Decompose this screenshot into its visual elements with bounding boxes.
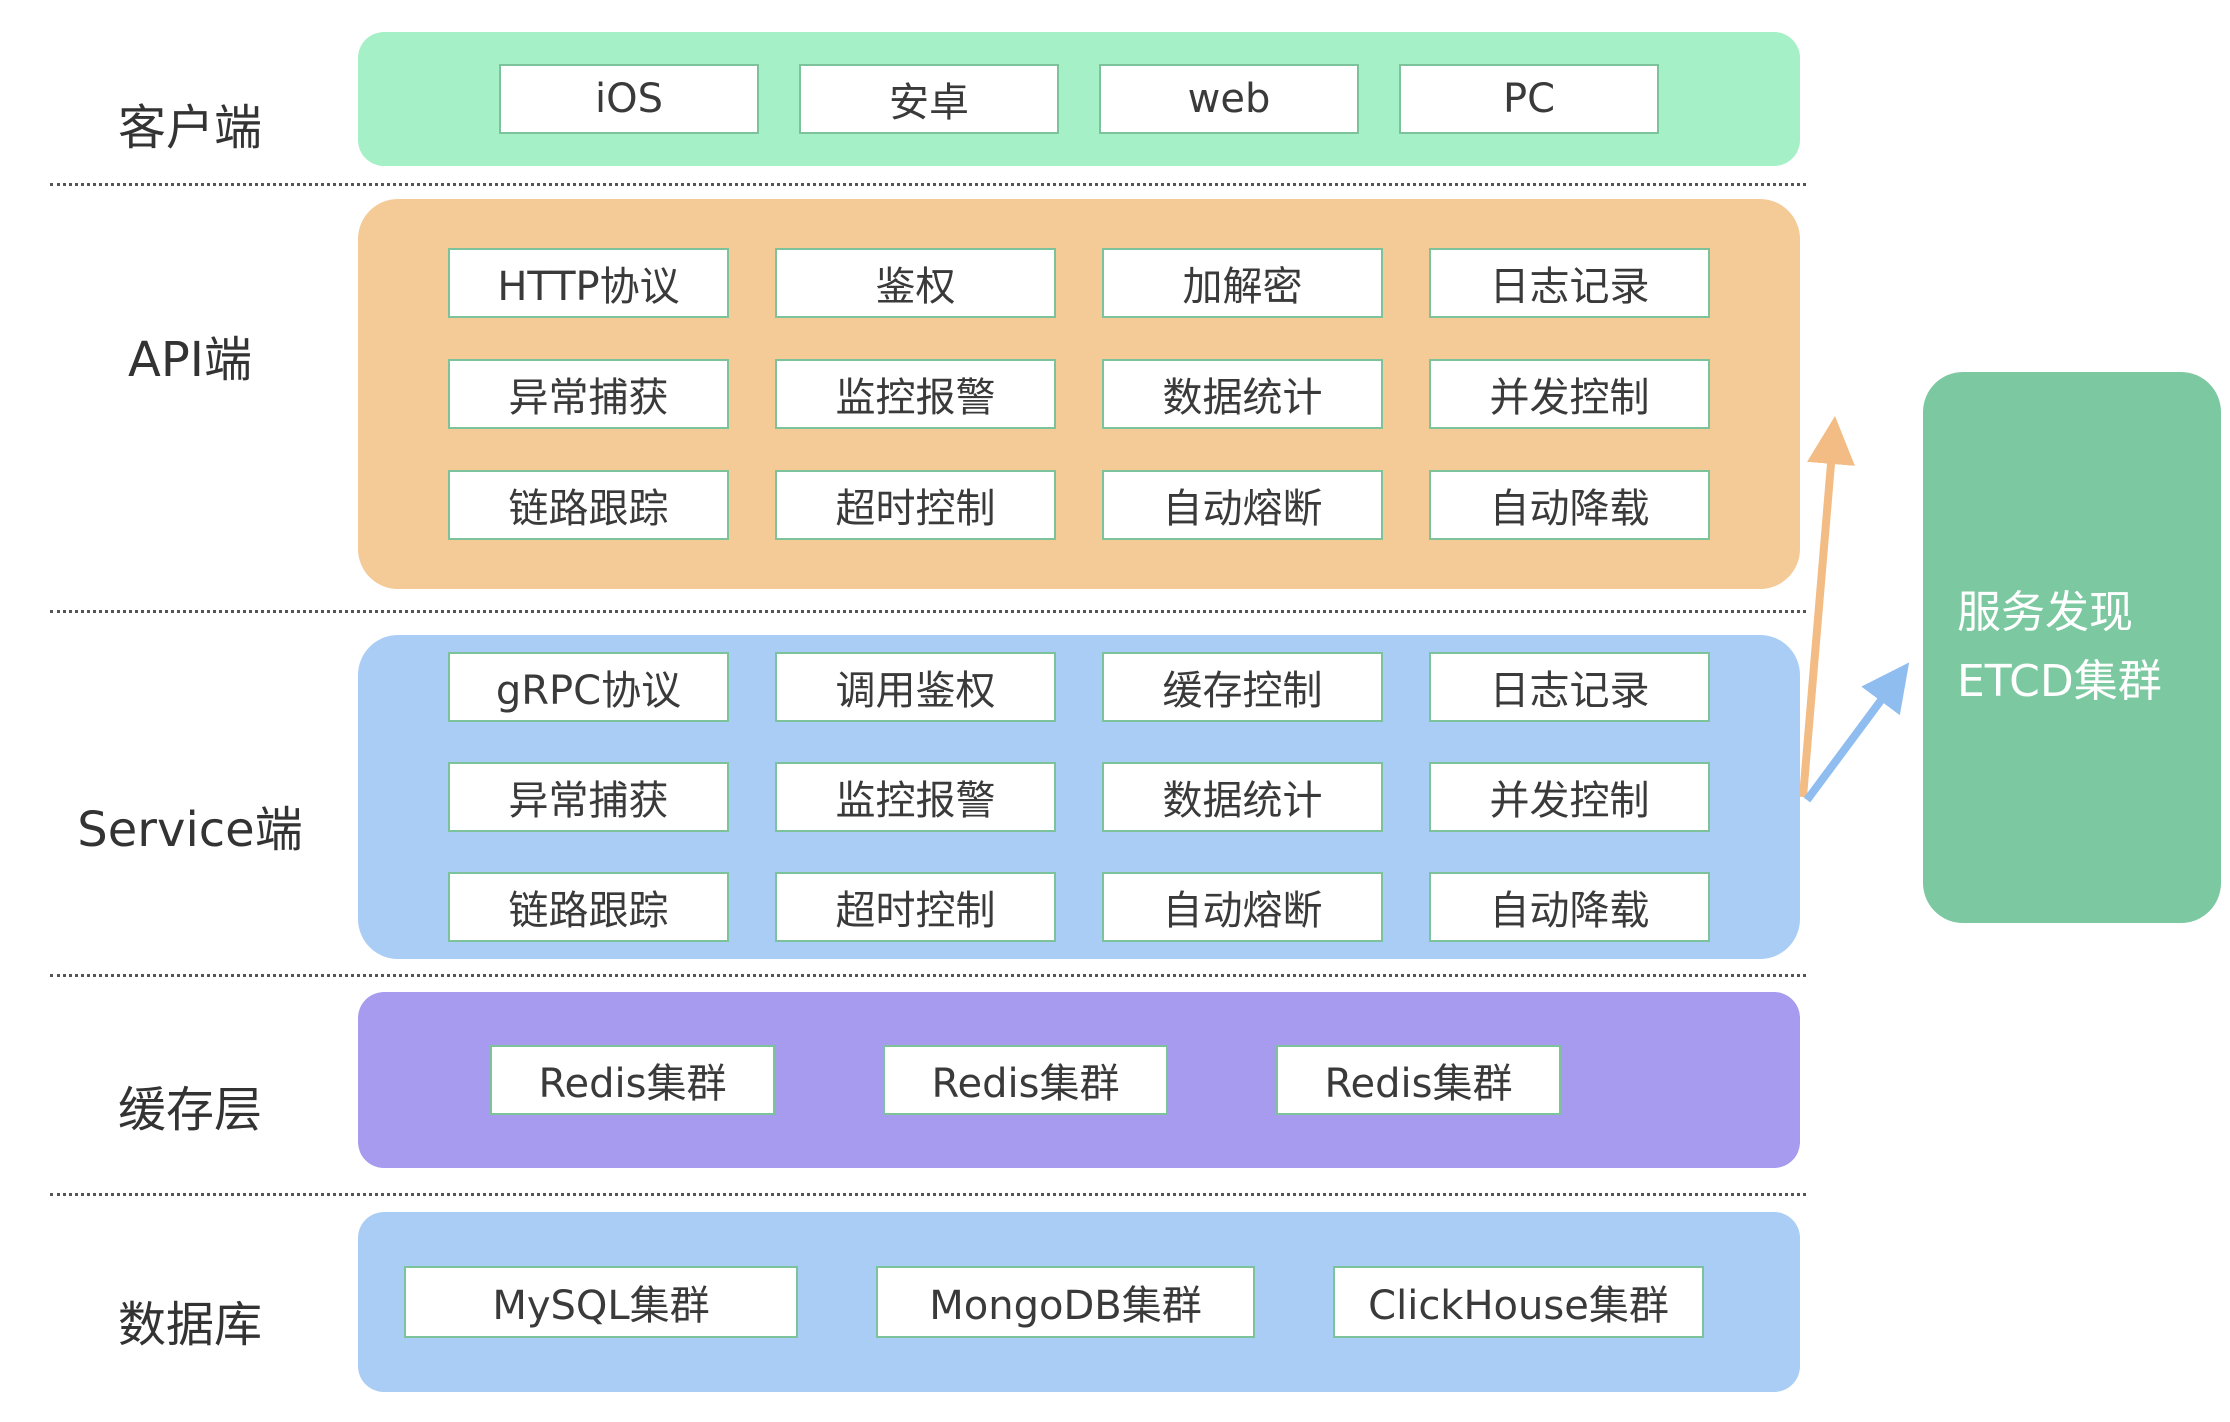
client-item: PC — [1399, 64, 1659, 134]
service-cell: 缓存控制 — [1102, 652, 1383, 722]
dotted-separator — [50, 183, 1806, 186]
clickhouse-cluster-item: ClickHouse集群 — [1333, 1266, 1704, 1338]
layer-label-service: Service端 — [77, 802, 303, 858]
redis-cluster-item: Redis集群 — [490, 1045, 775, 1115]
service-discovery-etcd-box: 服务发现 ETCD集群 — [1923, 372, 2221, 923]
api-service-discovery-arrow — [1799, 416, 1855, 798]
service-cell: 自动熔断 — [1102, 872, 1383, 942]
api-cell: 日志记录 — [1429, 248, 1710, 318]
service-cell: 自动降载 — [1429, 872, 1710, 942]
service-cell: 调用鉴权 — [775, 652, 1056, 722]
service-cell: gRPC协议 — [448, 652, 729, 722]
client-item: iOS — [499, 64, 759, 134]
api-cell: 并发控制 — [1429, 359, 1710, 429]
service-discovery-label: 服务发现 — [1957, 587, 2133, 639]
layer-label-database: 数据库 — [117, 1297, 262, 1353]
dotted-separator — [50, 610, 1806, 613]
mongodb-cluster-item: MongoDB集群 — [876, 1266, 1255, 1338]
service-layer-band: gRPC协议 调用鉴权 缓存控制 日志记录 异常捕获 监控报警 数据统计 并发控… — [358, 635, 1800, 959]
cache-layer-band: Redis集群 Redis集群 Redis集群 — [358, 992, 1800, 1168]
service-cell: 监控报警 — [775, 762, 1056, 832]
api-cell: 数据统计 — [1102, 359, 1383, 429]
database-layer-band: MySQL集群 MongoDB集群 ClickHouse集群 — [358, 1212, 1800, 1392]
api-cell: 异常捕获 — [448, 359, 729, 429]
api-layer-band: HTTP协议 鉴权 加解密 日志记录 异常捕获 监控报警 数据统计 并发控制 链… — [358, 199, 1800, 589]
redis-cluster-item: Redis集群 — [883, 1045, 1168, 1115]
api-cell: 自动熔断 — [1102, 470, 1383, 540]
api-cell: 加解密 — [1102, 248, 1383, 318]
api-cell: 鉴权 — [775, 248, 1056, 318]
api-cell: 监控报警 — [775, 359, 1056, 429]
service-service-discovery-arrow — [1803, 662, 1910, 803]
redis-cluster-item: Redis集群 — [1276, 1045, 1561, 1115]
service-cell: 链路跟踪 — [448, 872, 729, 942]
layer-label-client: 客户端 — [117, 100, 262, 156]
dotted-separator — [50, 974, 1806, 977]
service-cell: 超时控制 — [775, 872, 1056, 942]
layer-label-cache: 缓存层 — [117, 1082, 262, 1138]
api-cell: 自动降载 — [1429, 470, 1710, 540]
dotted-separator — [50, 1193, 1806, 1196]
api-cell: 超时控制 — [775, 470, 1056, 540]
client-item: web — [1099, 64, 1359, 134]
mysql-cluster-item: MySQL集群 — [404, 1266, 798, 1338]
api-cell: 链路跟踪 — [448, 470, 729, 540]
client-layer-band: iOS 安卓 web PC — [358, 32, 1800, 166]
service-cell: 日志记录 — [1429, 652, 1710, 722]
service-cell: 数据统计 — [1102, 762, 1383, 832]
client-item: 安卓 — [799, 64, 1059, 134]
api-cell: HTTP协议 — [448, 248, 729, 318]
layer-label-api: API端 — [128, 332, 252, 388]
service-cell: 并发控制 — [1429, 762, 1710, 832]
service-cell: 异常捕获 — [448, 762, 729, 832]
etcd-cluster-label: ETCD集群 — [1957, 655, 2162, 707]
